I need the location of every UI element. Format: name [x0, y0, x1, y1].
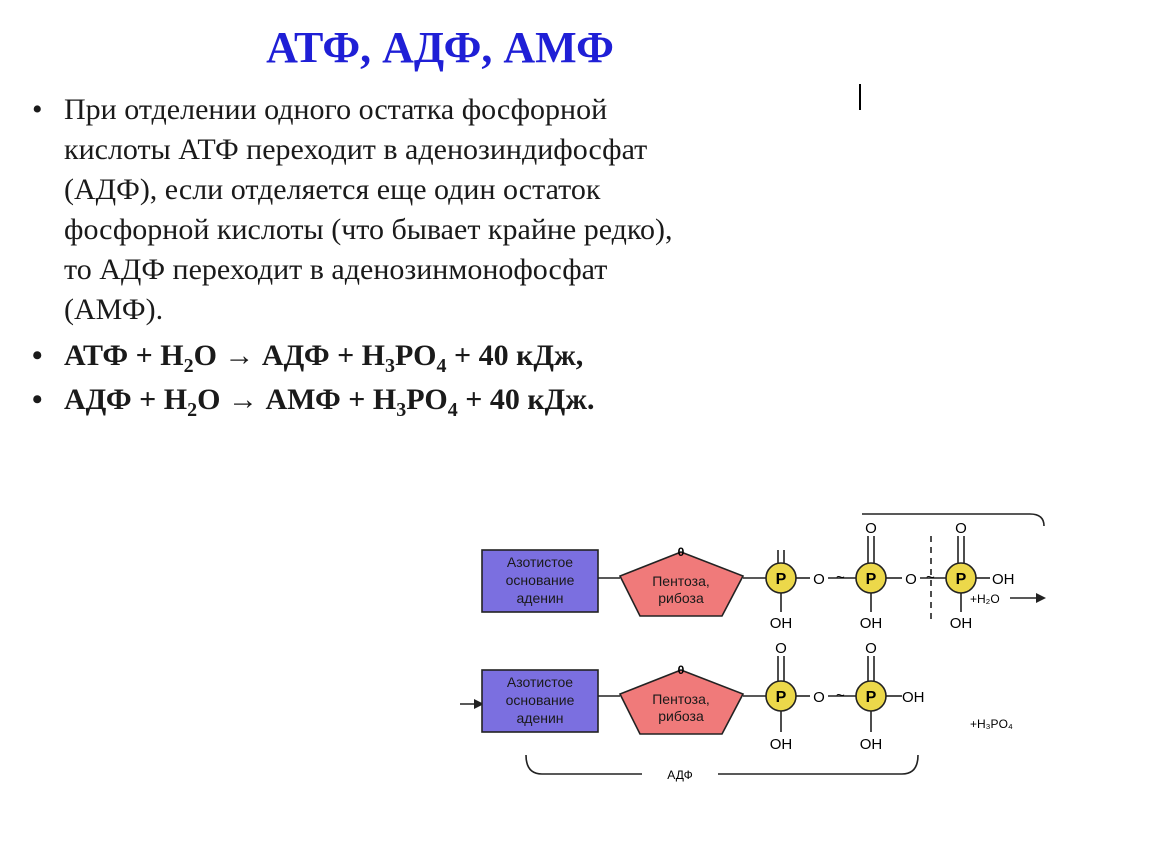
svg-text:0: 0	[678, 663, 685, 677]
text-cursor	[859, 84, 861, 110]
svg-text:~: ~	[836, 687, 845, 704]
svg-text:P: P	[956, 571, 967, 588]
bullet-icon: •	[32, 93, 43, 126]
bullet-paragraph: • При отделении одного остатка фосфорной…	[30, 90, 850, 330]
svg-text:0: 0	[678, 545, 685, 559]
bullet-list: • При отделении одного остатка фосфорной…	[30, 90, 850, 420]
svg-text:P: P	[776, 571, 787, 588]
nitrogen-base-box	[481, 669, 599, 733]
svg-text:OH: OH	[950, 615, 973, 632]
svg-text:OH: OH	[902, 689, 925, 706]
svg-text:OH: OH	[860, 615, 883, 632]
svg-text:~: ~	[836, 569, 845, 586]
phosphate-1	[765, 680, 797, 712]
phosphate-2	[855, 562, 887, 594]
phosphate-1	[765, 562, 797, 594]
svg-text:Пентоза,рибоза: Пентоза,рибоза	[652, 691, 710, 724]
paragraph-line: кислоты АТФ переходит в аденозиндифосфат	[64, 133, 648, 166]
nitrogen-base-box	[481, 549, 599, 613]
equation-adp: • АДФ + Н2О → АМФ + Н3РО4 + 40 кДж.	[30, 380, 850, 420]
svg-text:АДФ: АДФ	[667, 768, 692, 782]
bullet-icon: •	[32, 383, 43, 416]
paragraph-line: фосфорной кислоты (что бывает крайне ред…	[64, 213, 673, 246]
ribose-pentagon	[618, 669, 745, 735]
svg-text:O: O	[865, 520, 877, 537]
equation-atp: • АТФ + Н2О → АДФ + Н3РО4 + 40 кДж,	[30, 336, 850, 376]
svg-text:~: ~	[926, 569, 935, 586]
svg-text:+H₃PO₄: +H₃PO₄	[970, 717, 1013, 731]
svg-text:P: P	[866, 689, 877, 706]
svg-text:+H₂O: +H₂O	[970, 592, 1000, 606]
svg-text:O: O	[905, 571, 917, 588]
svg-text:O: O	[955, 520, 967, 537]
svg-text:O: O	[865, 640, 877, 657]
svg-text:OH: OH	[770, 615, 793, 632]
ribose-pentagon	[618, 551, 745, 617]
paragraph-line: При отделении одного остатка фосфорной	[64, 93, 608, 126]
svg-text:O: O	[813, 689, 825, 706]
svg-text:Пентоза,рибоза: Пентоза,рибоза	[652, 573, 710, 606]
bullet-icon: •	[32, 339, 43, 372]
slide-title: АТФ, АДФ, АМФ	[266, 23, 614, 72]
phosphate-2	[855, 680, 887, 712]
paragraph-line: (АМФ).	[64, 293, 164, 326]
svg-text:OH: OH	[860, 736, 883, 753]
paragraph-line: (АДФ), если отделяется еще один остаток	[64, 173, 601, 206]
paragraph-line: то АДФ переходит в аденозинмонофосфат	[64, 253, 608, 286]
svg-text:P: P	[866, 571, 877, 588]
svg-text:O: O	[813, 571, 825, 588]
phosphate-3	[945, 562, 977, 594]
svg-text:P: P	[776, 689, 787, 706]
svg-text:OH: OH	[770, 736, 793, 753]
svg-text:O: O	[775, 640, 787, 657]
svg-text:OH: OH	[992, 571, 1015, 588]
